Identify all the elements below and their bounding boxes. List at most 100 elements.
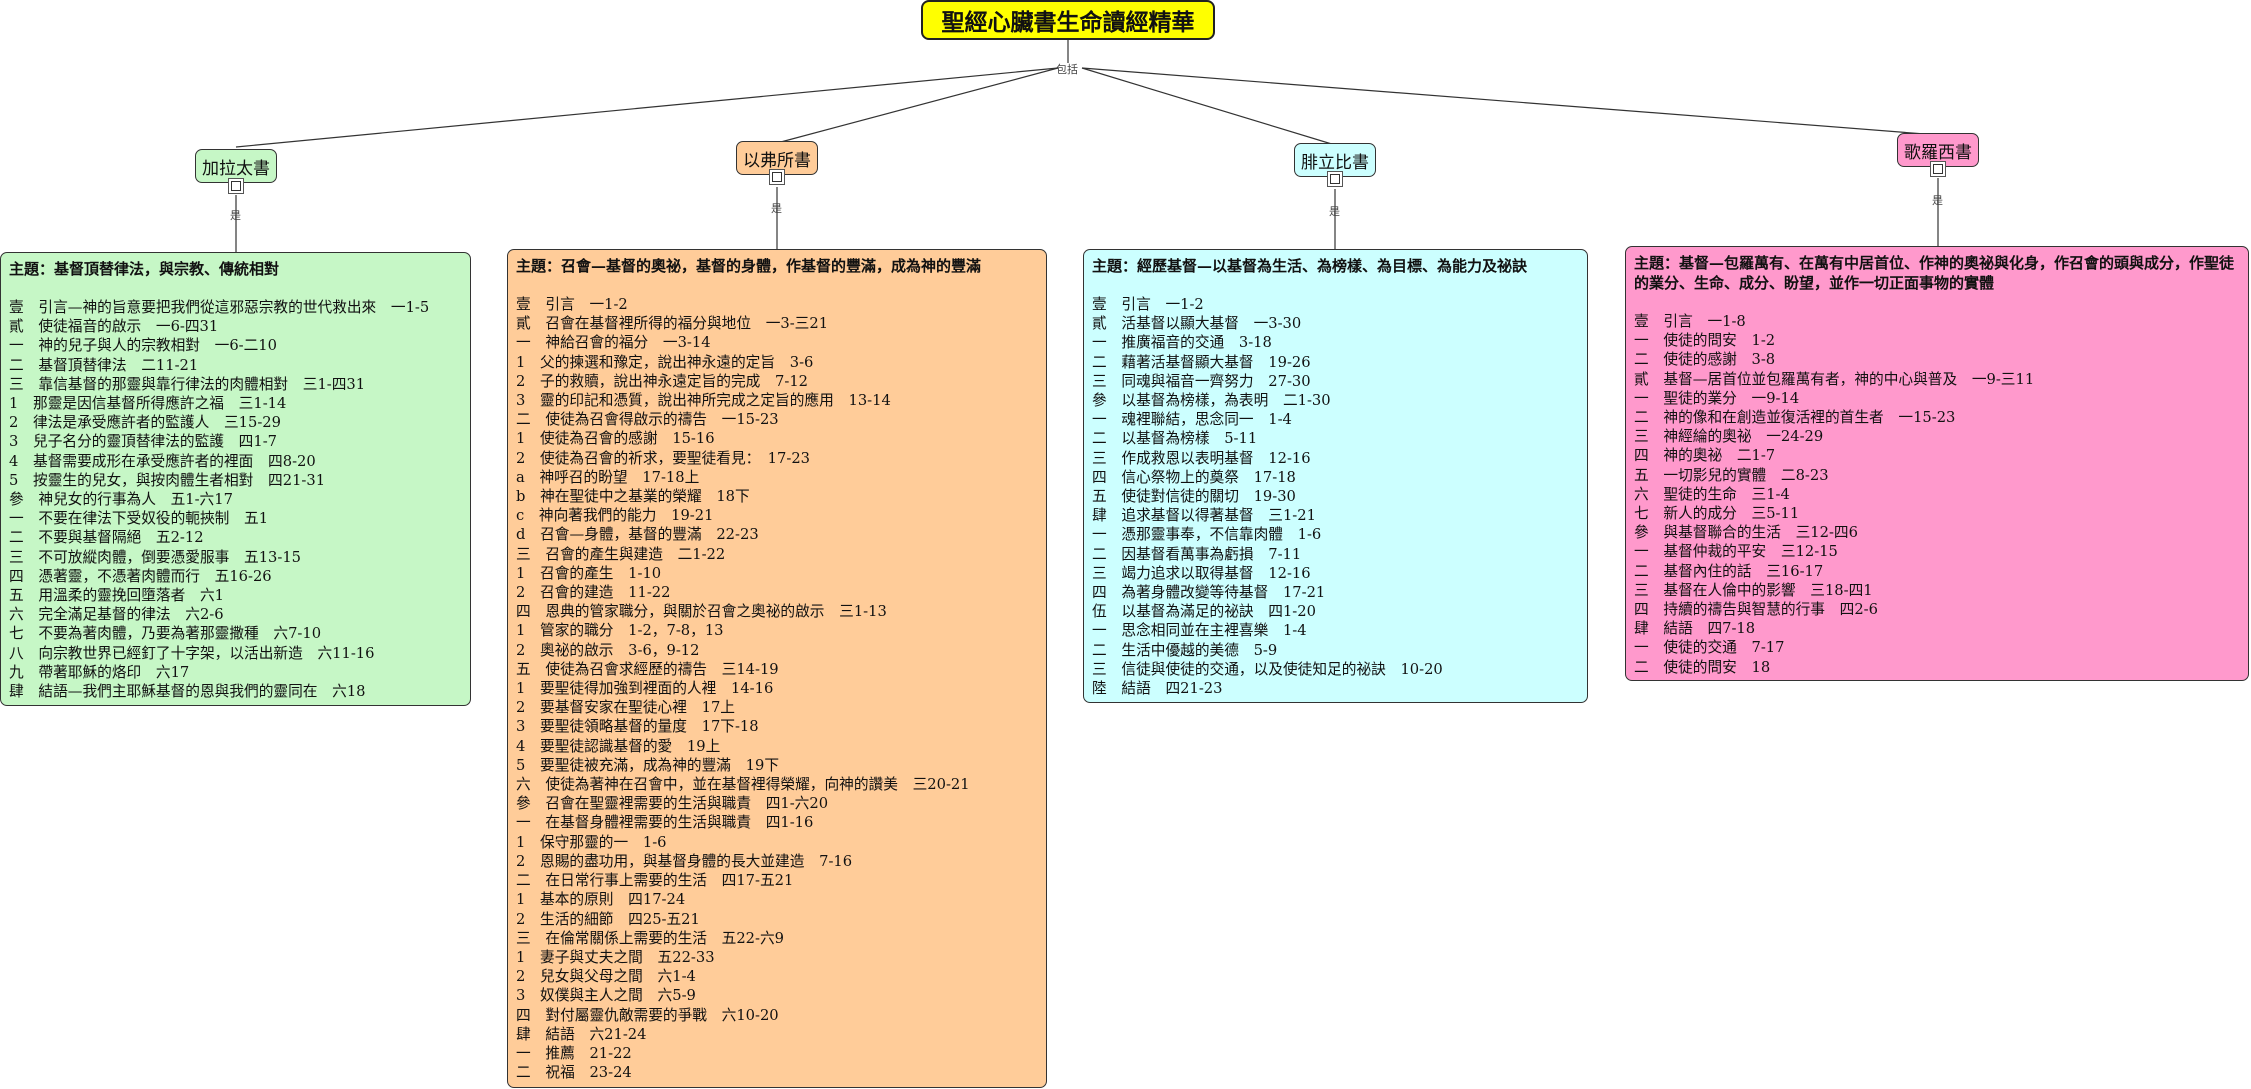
outline-line: 5 要聖徒被充滿，成為神的豐滿 19下	[516, 756, 780, 774]
outline-line: 壹 引言—神的旨意要把我們從這邪惡宗教的世代救出來 一1-5	[9, 299, 430, 316]
outline-line: b 神在聖徒中之基業的榮耀 18下	[516, 488, 750, 506]
outline-line: 九 帶著耶穌的烙印 六17	[9, 663, 190, 681]
outline-line: 三 召會的產生與建造 二1-22	[516, 545, 726, 563]
root-node[interactable]: 聖經心臟書生命讀經精華	[921, 0, 1215, 40]
outline-line: 2 子的救贖，說出神永遠定旨的完成 7-12	[516, 372, 809, 390]
outline-line: 壹 引言 一1-2	[516, 296, 628, 313]
book-outline-galatians: 主題：基督頂替律法，與宗教、傳統相對 壹 引言—神的旨意要把我們從這邪惡宗教的世…	[0, 252, 471, 706]
link-ephesians	[776, 67, 1059, 144]
outline-line: 3 要聖徒領略基督的量度 17下-18	[516, 718, 759, 736]
book-theme: 主題：基督—包羅萬有、在萬有中居首位、作神的奧祕與化身，作召會的頭與成分，作聖徒…	[1634, 254, 2235, 292]
outline-line: 四 恩典的管家職分，與關於召會之奧祕的啟示 三1-13	[516, 603, 887, 621]
outline-line: 1 妻子與丈夫之間 五22-33	[516, 948, 715, 966]
outline-line: 一 憑那靈事奉，不信靠肉體 1-6	[1092, 526, 1322, 544]
outline-line: 二 神的像和在創造並復活裡的首生者 一15-23	[1634, 409, 1956, 427]
expand-collapse-icon[interactable]	[1327, 171, 1343, 187]
outline-line: 三 基督在人倫中的影響 三18-四1	[1634, 581, 1873, 599]
outline-line: 五 使徒為召會求經歷的禱告 三14-19	[516, 660, 779, 678]
outline-line: 參 與基督聯合的生活 三12-四6	[1634, 524, 1858, 542]
outline-line: 肆 結語 六21-24	[516, 1025, 647, 1043]
outline-line: 肆 結語 四7-18	[1634, 620, 1756, 638]
outline-line: 參 以基督為榜樣，為表明 二1-30	[1092, 392, 1331, 410]
outline-line: 貳 基督—居首位並包羅萬有者，神的中心與普及 一9-三11	[1634, 370, 2035, 388]
outline-line: 六 使徒為著神在召會中，並在基督裡得榮耀，向神的讚美 三20-21	[516, 776, 970, 794]
outline-line: c 神向著我們的能力 19-21	[516, 507, 714, 525]
outline-line: 二 在日常行事上需要的生活 四17-五21	[516, 872, 794, 890]
outline-line: 四 為著身體改變等待基督 17-21	[1092, 584, 1326, 602]
outline-line: 2 恩賜的盡功用，與基督身體的長大並建造 7-16	[516, 852, 853, 870]
outline-line: 1 管家的職分 1-2，7-8，13	[516, 622, 724, 640]
outline-line: 1 使徒為召會的感謝 15-16	[516, 430, 715, 448]
outline-line: 二 基督頂替律法 二11-21	[9, 356, 199, 374]
outline-line: 一 推薦 21-22	[516, 1044, 632, 1062]
book-link-label: 是	[1932, 194, 1943, 207]
outline-line: 3 奴僕與主人之間 六5-9	[516, 987, 696, 1005]
outline-line: 八 向宗教世界已經釘了十字架，以活出新造 六11-16	[9, 644, 375, 662]
outline-line: 1 基本的原則 四17-24	[516, 891, 686, 909]
outline-line: 二 以基督為榜樣 5-11	[1092, 430, 1258, 448]
outline-line: 五 一切影兒的實體 二8-23	[1634, 466, 1829, 484]
outline-line: 1 保守那靈的一 1-6	[516, 833, 667, 851]
outline-line: 一 推廣福音的交通 3-18	[1092, 334, 1272, 352]
outline-line: 一 思念相同並在主裡喜樂 1-4	[1092, 622, 1307, 640]
outline-line: 一 使徒的問安 1-2	[1634, 332, 1776, 350]
outline-line: 四 對付屬靈仇敵需要的爭戰 六10-20	[516, 1006, 779, 1024]
outline-line: 二 不要與基督隔絕 五2-12	[9, 529, 204, 547]
outline-line: 三 同魂與福音一齊努力 27-30	[1092, 372, 1311, 390]
outline-line: 3 靈的印記和憑質，說出神所完成之定旨的應用 13-14	[516, 392, 891, 410]
link-philippians	[1081, 67, 1336, 146]
outline-line: 2 生活的細節 四25-五21	[516, 910, 700, 928]
expand-collapse-icon[interactable]	[228, 178, 244, 194]
outline-line: 二 使徒為召會得啟示的禱告 一15-23	[516, 411, 779, 429]
outline-line: 2 兒女與父母之間 六1-4	[516, 968, 696, 986]
outline-line: 一 神的兒子與人的宗教相對 一6-二10	[9, 337, 277, 355]
outline-line: 壹 引言 一1-8	[1634, 313, 1746, 330]
outline-line: 七 不要為著肉體，乃要為著那靈撒種 六7-10	[9, 625, 322, 643]
book-link-label: 是	[230, 209, 241, 222]
book-outline-colossians: 主題：基督—包羅萬有、在萬有中居首位、作神的奧祕與化身，作召會的頭與成分，作聖徒…	[1625, 246, 2249, 681]
outline-line: 1 召會的產生 1-10	[516, 564, 662, 582]
outline-line: 2 要基督安家在聖徒心裡 17上	[516, 699, 735, 717]
outline-line: 三 靠信基督的那靈與靠行律法的肉體相對 三1-四31	[9, 375, 366, 393]
outline-line: 五 用溫柔的靈挽回墮落者 六1	[9, 587, 224, 605]
outline-line: 貳 使徒福音的啟示 一6-四31	[9, 318, 219, 336]
outline-line: a 神呼召的盼望 17-18上	[516, 468, 700, 486]
outline-line: 六 完全滿足基督的律法 六2-6	[9, 606, 224, 624]
outline-line: 三 不可放縱肉體，倒要憑愛服事 五13-15	[9, 548, 302, 566]
book-theme: 主題：經歷基督—以基督為生活、為榜樣、為目標、為能力及祕訣	[1092, 257, 1528, 275]
outline-line: 五 使徒對信徒的關切 19-30	[1092, 488, 1296, 506]
book-theme: 主題：基督頂替律法，與宗教、傳統相對	[9, 260, 280, 278]
outline-line: 三 信徒與使徒的交通，以及使徒知足的祕訣 10-20	[1092, 660, 1443, 678]
outline-line: 三 作成救恩以表明基督 12-16	[1092, 449, 1311, 467]
outline-line: 肆 結語—我們主耶穌基督的恩與我們的靈同在 六18	[9, 683, 366, 701]
outline-line: 二 基督內住的話 三16-17	[1634, 562, 1824, 580]
expand-collapse-icon[interactable]	[769, 169, 785, 185]
outline-line: 4 基督需要成形在承受應許者的裡面 四8-20	[9, 452, 316, 470]
outline-line: 三 在倫常關係上需要的生活 五22-六9	[516, 929, 784, 947]
outline-line: 二 使徒的問安 18	[1634, 658, 1771, 676]
book-link-label: 是	[771, 202, 782, 215]
outline-line: 七 新人的成分 三5-11	[1634, 505, 1800, 523]
outline-line: 3 兒子名分的靈頂替律法的監護 四1-7	[9, 433, 277, 451]
outline-line: 一 聖徒的業分 一9-14	[1634, 389, 1800, 407]
outline-line: 貳 召會在基督裡所得的福分與地位 一3-三21	[516, 315, 829, 333]
outline-line: 二 因基督看萬事為虧損 7-11	[1092, 545, 1302, 563]
outline-line: 貳 活基督以顯大基督 一3-30	[1092, 315, 1302, 333]
outline-line: 肆 追求基督以得著基督 三1-21	[1092, 507, 1316, 525]
outline-line: 2 律法是承受應許者的監護人 三15-29	[9, 414, 281, 432]
outline-line: 一 神給召會的福分 一3-14	[516, 334, 711, 352]
outline-line: 二 藉著活基督顯大基督 19-26	[1092, 353, 1311, 371]
outline-line: 二 使徒的感謝 3-8	[1634, 351, 1776, 369]
outline-line: 2 召會的建造 11-22	[516, 584, 671, 602]
outline-line: 4 要聖徒認識基督的愛 19上	[516, 737, 721, 755]
outline-line: 四 憑著靈，不憑著肉體而行 五16-26	[9, 567, 272, 585]
link-galatians	[235, 67, 1059, 148]
outline-line: 1 那靈是因信基督所得應許之福 三1-14	[9, 395, 287, 413]
expand-collapse-icon[interactable]	[1930, 161, 1946, 177]
outline-line: 六 聖徒的生命 三1-4	[1634, 485, 1790, 503]
outline-line: 三 竭力追求以取得基督 12-16	[1092, 564, 1311, 582]
